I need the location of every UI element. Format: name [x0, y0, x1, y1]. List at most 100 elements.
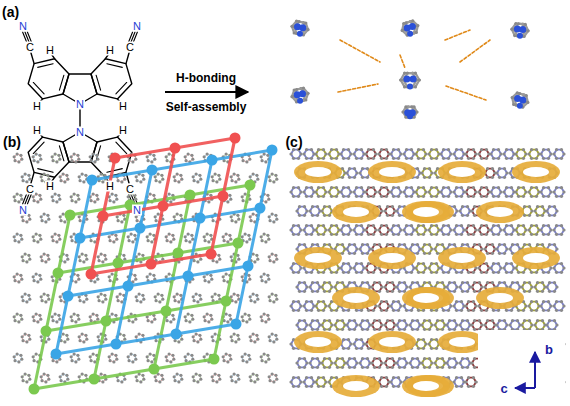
carbon-ball	[172, 358, 175, 361]
carbon-ball	[65, 174, 68, 177]
double-bond	[38, 169, 53, 173]
carbon-ball	[19, 314, 22, 317]
carbon-ball	[310, 271, 313, 274]
carbon-ball	[13, 319, 16, 322]
carbon-ball	[92, 352, 95, 355]
carbon-ball	[330, 195, 333, 198]
single-bond	[126, 53, 129, 64]
carbon-ball	[95, 154, 98, 157]
carbon-ball	[209, 314, 212, 317]
carbon-ball	[527, 29, 530, 32]
carbon-ball	[78, 219, 81, 222]
carbon-ball	[65, 374, 68, 377]
carbon-ball	[361, 319, 364, 322]
carbon-ball	[404, 105, 407, 108]
carbon-ball	[317, 157, 320, 160]
carbon-ball	[316, 243, 319, 246]
carbon-ball	[328, 328, 331, 331]
carbon-ball	[347, 186, 350, 189]
nitrogen-ball	[407, 84, 413, 90]
carbon-ball	[292, 195, 295, 198]
carbon-ball	[89, 159, 92, 162]
carbon-ball	[192, 259, 195, 262]
carbon-ball	[341, 252, 344, 255]
carbon-ball	[203, 355, 206, 358]
carbon-ball	[150, 360, 153, 363]
carbon-ball	[518, 92, 521, 95]
carbon-ball	[190, 234, 193, 237]
carbon-ball	[177, 300, 180, 303]
benzene-ring	[28, 137, 69, 177]
carbon-ball	[16, 352, 19, 355]
carbon-ball	[360, 157, 363, 160]
carbon-ball	[320, 323, 323, 326]
carbon-ball	[267, 358, 270, 361]
carbon-ball	[225, 232, 228, 235]
carbon-ball	[272, 380, 275, 383]
carbon-ball	[77, 158, 80, 161]
carbon-ball	[303, 214, 306, 217]
carbon-ball	[295, 247, 298, 250]
carbon-ball	[32, 199, 35, 202]
carbon-ball	[230, 335, 233, 338]
carbon-ball	[218, 258, 221, 261]
carbon-ball	[360, 347, 363, 350]
carbon-ball	[323, 357, 326, 360]
carbon-ball	[289, 190, 292, 193]
lattice-node	[195, 213, 206, 224]
carbon-ball	[341, 281, 344, 284]
carbon-ball	[218, 178, 221, 181]
carbon-ball	[92, 312, 95, 315]
carbon-ball	[324, 380, 327, 383]
carbon-ball	[142, 178, 145, 181]
carbon-ball	[347, 309, 350, 312]
double-bond	[107, 64, 122, 68]
carbon-ball	[260, 239, 263, 242]
carbon-ball	[336, 328, 339, 331]
carbon-ball	[21, 379, 24, 382]
carbon-ball	[353, 176, 356, 179]
lattice-node	[173, 248, 184, 259]
carbon-ball	[96, 198, 99, 201]
carbon-ball	[135, 215, 138, 218]
carbon-ball	[234, 220, 237, 223]
carbon-ball	[179, 214, 182, 217]
carbon-ball	[149, 272, 152, 275]
carbon-ball	[266, 274, 269, 277]
carbon-ball	[180, 178, 183, 181]
carbon-ball	[78, 175, 81, 178]
carbon-ball	[47, 258, 50, 261]
carbon-ball	[298, 290, 301, 293]
carbon-ball	[292, 376, 295, 379]
carbon-ball	[342, 157, 345, 160]
carbon-ball	[260, 359, 263, 362]
carbon-ball	[217, 174, 220, 177]
carbon-ball	[333, 285, 336, 288]
carbon-ball	[355, 186, 358, 189]
benzene-ring	[28, 59, 69, 99]
carbon-ball	[89, 315, 92, 318]
carbon-ball	[114, 314, 117, 317]
carbon-ball	[295, 88, 298, 91]
carbon-ball	[74, 320, 77, 323]
carbon-ball	[177, 380, 180, 383]
carbon-ball	[135, 335, 138, 338]
carbon-ball	[116, 295, 119, 298]
carbon-ball	[100, 172, 103, 175]
carbon-ball	[366, 366, 369, 369]
carbon-ball	[320, 285, 323, 288]
carbon-ball	[298, 328, 301, 331]
carbon-ball	[184, 315, 187, 318]
nitrogen-ball	[519, 97, 526, 104]
carbon-ball	[268, 339, 271, 342]
carbon-ball	[311, 366, 314, 369]
carbon-ball	[192, 339, 195, 342]
carbon-ball	[327, 304, 330, 307]
carbon-ball	[93, 280, 96, 283]
lattice-node	[267, 145, 278, 156]
carbon-ball	[76, 314, 79, 317]
carbon-ball	[43, 292, 46, 295]
carbon-ball	[349, 228, 352, 231]
carbon-ball	[168, 152, 171, 155]
carbon-ball	[85, 218, 88, 221]
